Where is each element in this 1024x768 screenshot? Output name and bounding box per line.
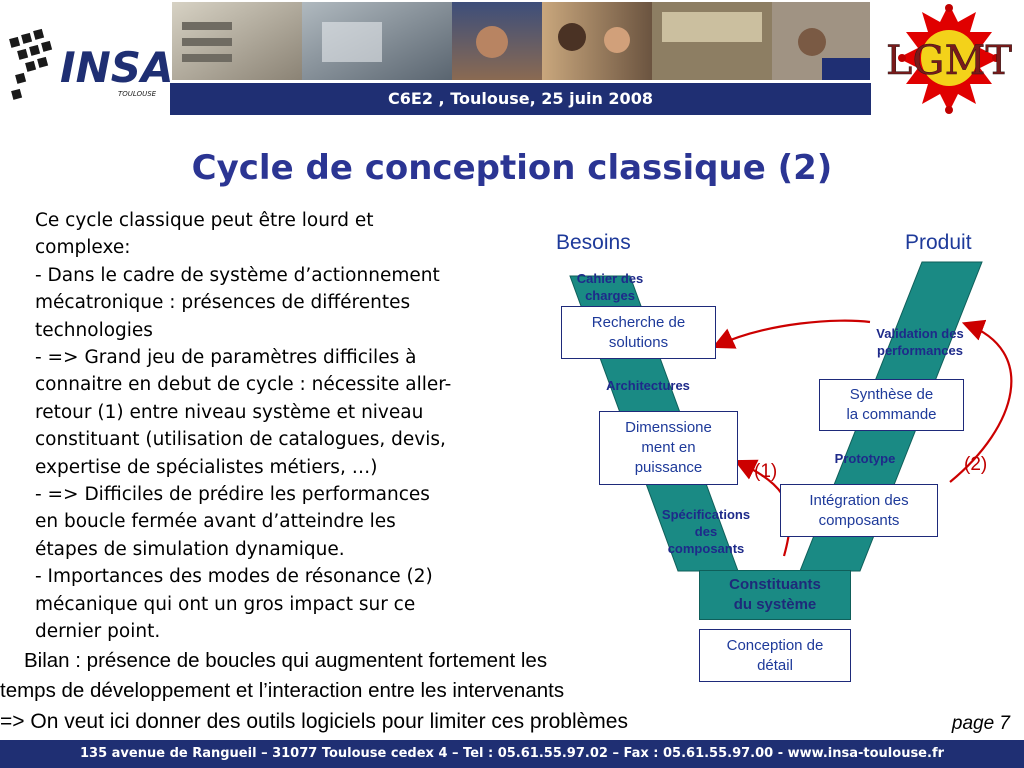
body-line: mécanique qui ont un gros impact sur ce [35, 593, 416, 615]
lgmt-logo: LGMT [886, 4, 1013, 114]
body-line: technologies [35, 319, 153, 341]
header-banner: C6E2 , Toulouse, 25 juin 2008 [170, 80, 871, 115]
body-line: - Dans le cadre de système d’actionnemen… [35, 264, 440, 286]
body-line: mécatronique : présences de différentes [35, 292, 411, 314]
body-line: étapes de simulation dynamique. [35, 538, 345, 560]
validation-arrow [712, 319, 871, 349]
loop-1-label: (1) [754, 461, 778, 482]
photo-banner [172, 2, 870, 80]
loop-2-label: (2) [964, 454, 988, 475]
body-line: en boucle fermée avant d’atteindre les [35, 511, 396, 533]
body-line: - => Difficiles de prédire les performan… [35, 484, 430, 506]
bilan-line: Bilan : présence de boucles qui augmente… [24, 649, 548, 672]
bilan-line: temps de développement et l’interaction … [0, 679, 565, 702]
insa-logo-text: INSA [60, 43, 172, 92]
body-line: - => Grand jeu de paramètres difficiles … [35, 347, 417, 369]
bilan-text: Bilan : présence de boucles qui augmente… [0, 646, 720, 706]
event-banner-text: C6E2 , Toulouse, 25 juin 2008 [388, 89, 653, 108]
body-line: retour (1) entre niveau système et nivea… [35, 401, 424, 423]
body-line: expertise de spécialistes métiers, …) [35, 456, 378, 478]
body-text: Ce cycle classique peut être lourd et co… [35, 207, 555, 646]
footer-bar: 135 avenue de Rangueil – 31077 Toulouse … [0, 740, 1024, 768]
conclusion-text: => On veut ici donner des outils logicie… [0, 710, 628, 733]
body-line: constituant (utilisation de catalogues, … [35, 429, 446, 451]
body-line: dernier point. [35, 621, 161, 643]
body-line: connaitre en debut de cycle : nécessite … [35, 374, 452, 396]
loop-arrow-2 [949, 319, 1013, 483]
insa-logo-subtext: TOULOUSE [118, 90, 157, 98]
body-line: Ce cycle classique peut être lourd et [35, 210, 374, 231]
body-line: complexe: [35, 237, 131, 259]
produit-label: Produit [905, 231, 972, 254]
lgmt-logo-text: LGMT [886, 38, 1012, 84]
architectures-label: Architectures [606, 378, 690, 393]
slide-title: Cycle de conception classique (2) [191, 148, 833, 188]
besoins-label: Besoins [556, 231, 631, 254]
body-line: - Importances des modes de résonance (2) [35, 566, 433, 588]
page-number: page 7 [951, 713, 1010, 734]
insa-logo: INSA TOULOUSE [9, 28, 172, 100]
prototype-label: Prototype [834, 451, 896, 466]
